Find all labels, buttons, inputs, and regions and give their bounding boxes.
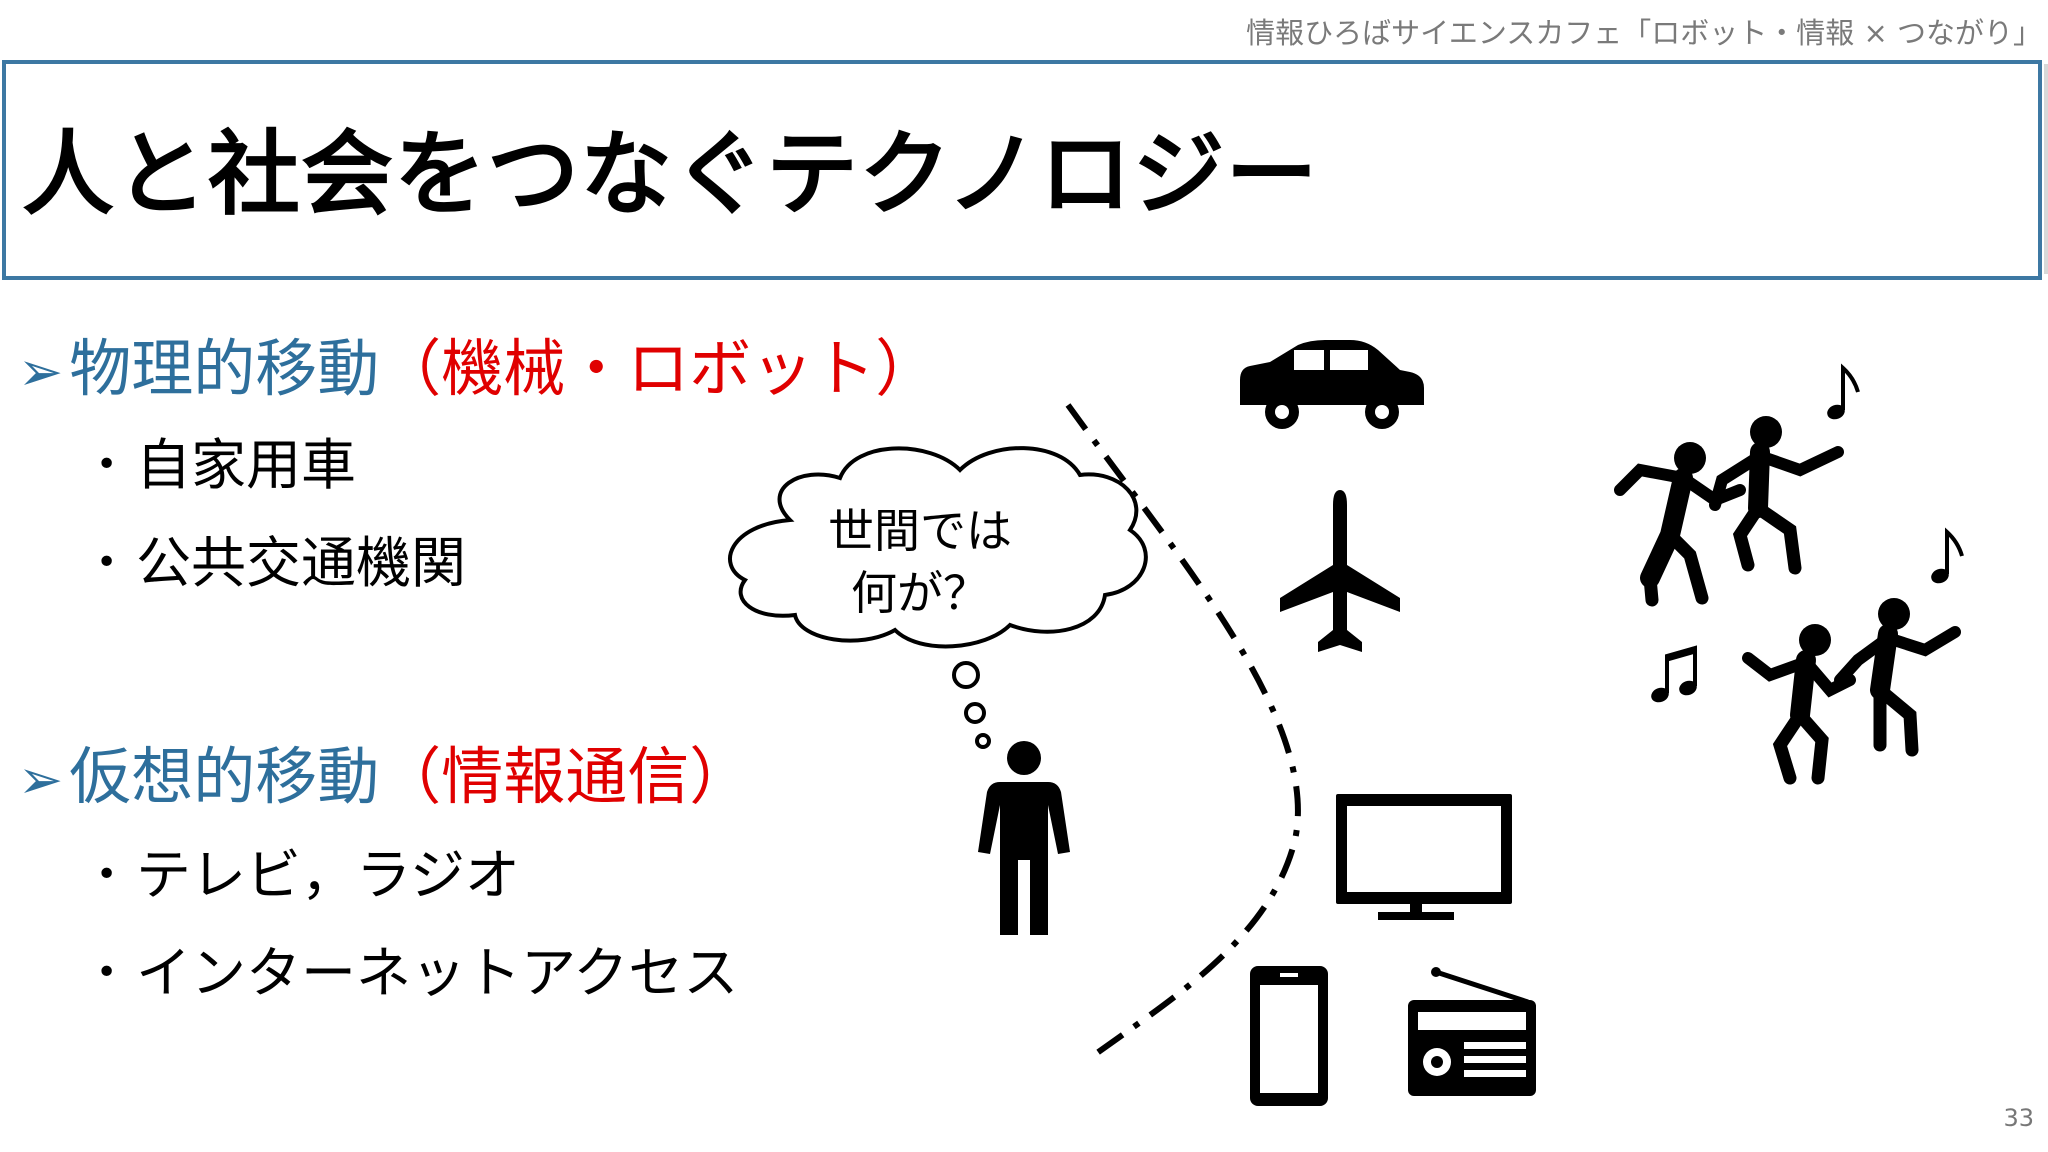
tv-icon: [1336, 794, 1512, 920]
slide-title: 人と社会をつなぐテクノロジー: [22, 121, 1319, 228]
page-number: 33: [2003, 1104, 2034, 1132]
section-virtual-movement: ➢仮想的移動（情報通信）: [18, 726, 751, 816]
arrow-bullet-icon: ➢: [18, 748, 64, 811]
radio-icon: [1408, 967, 1536, 1096]
bullet-dot: •: [96, 542, 118, 583]
list-item-text: テレビ，ラジオ: [136, 843, 520, 907]
car-icon: [1240, 340, 1424, 429]
section-heading: 物理的移動: [69, 332, 380, 405]
bullet-dot: •: [96, 952, 118, 993]
list-item-text: インターネットアクセス: [136, 941, 739, 1005]
list-item: • インターネットアクセス: [96, 928, 738, 1008]
thought-line-1: 世間では: [828, 504, 1012, 558]
section-subheading: （情報通信）: [379, 740, 752, 813]
dancing-people-icon: [1614, 416, 1844, 607]
airplane-icon: [1280, 490, 1400, 652]
music-note-icon: [1931, 527, 1964, 584]
thought-bubble-text: 世間では 何が？: [800, 500, 1040, 624]
list-item-text: 自家用車: [136, 433, 357, 497]
section-physical-movement: ➢物理的移動（機械・ロボット）: [18, 318, 937, 408]
section-subheading: （機械・ロボット）: [379, 332, 938, 405]
header-note: 情報ひろばサイエンスカフェ「ロボット・情報 × つながり」: [1246, 16, 2042, 50]
list-item: • 自家用車: [96, 420, 356, 500]
person-icon: [978, 741, 1070, 935]
music-note-icon: [1827, 363, 1860, 420]
bullet-dot: •: [96, 444, 118, 485]
scrollbar[interactable]: [2044, 64, 2048, 274]
arrow-bullet-icon: ➢: [18, 340, 64, 403]
music-note-icon: [1651, 645, 1697, 703]
bullet-dot: •: [96, 854, 118, 895]
list-item-text: 公共交通機関: [136, 531, 467, 595]
thought-bubble: [728, 446, 1148, 749]
title-box: [2, 60, 2042, 280]
thought-line-2: 何が？: [851, 566, 989, 620]
list-item: • 公共交通機関: [96, 518, 466, 598]
list-item: • テレビ，ラジオ: [96, 830, 520, 910]
smartphone-icon: [1250, 966, 1328, 1106]
dancing-people-icon: [1742, 598, 1961, 785]
section-heading: 仮想的移動: [69, 740, 380, 813]
boundary-curve: [1065, 403, 1301, 1061]
